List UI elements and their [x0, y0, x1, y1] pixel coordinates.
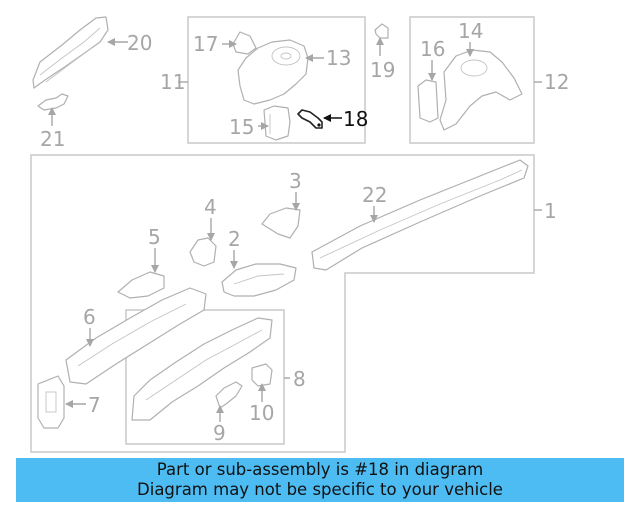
part-10-bracket[interactable] — [251, 363, 273, 387]
group-box-12 — [409, 16, 535, 144]
part-3-bracket[interactable] — [261, 207, 301, 239]
banner-line-disclaimer: Diagram may not be specific to your vehi… — [137, 480, 503, 499]
callout-18: 18 — [343, 107, 368, 131]
callout-16: 16 — [420, 37, 445, 61]
callout-11: 11 — [160, 70, 185, 94]
part-22-side-rail[interactable] — [311, 159, 529, 271]
part-16-plate[interactable] — [417, 79, 439, 123]
part-17-bracket[interactable] — [232, 31, 257, 55]
part-13-strut-tower[interactable] — [237, 39, 309, 105]
callout-17: 17 — [193, 32, 218, 56]
part-5-bracket[interactable] — [117, 271, 165, 299]
info-banner: Part or sub-assembly is #18 in diagram D… — [16, 458, 624, 502]
part-21-bracket[interactable] — [37, 93, 69, 111]
part-7-plate[interactable] — [37, 375, 65, 429]
part-8-rear-rail[interactable] — [131, 317, 273, 421]
callout-12: 12 — [544, 70, 569, 94]
callout-19: 19 — [370, 58, 395, 82]
callout-13: 13 — [326, 46, 351, 70]
callout-2: 2 — [228, 227, 241, 251]
callout-21: 21 — [40, 127, 65, 151]
callout-20: 20 — [127, 31, 152, 55]
part-19-clip[interactable] — [374, 23, 389, 39]
part-14-strut-tower[interactable] — [439, 49, 523, 131]
callout-22: 22 — [362, 183, 387, 207]
callout-10: 10 — [249, 401, 274, 425]
callout-14: 14 — [458, 19, 483, 43]
group-box-1 — [30, 154, 535, 453]
part-2-extension[interactable] — [221, 263, 297, 297]
callout-5: 5 — [148, 225, 161, 249]
callout-9: 9 — [213, 421, 226, 445]
part-20-upper-rail[interactable] — [32, 16, 109, 89]
callout-15: 15 — [229, 115, 254, 139]
banner-line-part: Part or sub-assembly is #18 in diagram — [156, 460, 484, 479]
part-15-reinforcement[interactable] — [263, 105, 291, 141]
callout-8: 8 — [293, 367, 306, 391]
part-9-bracket[interactable] — [215, 381, 243, 409]
part-18-bracket[interactable] — [297, 109, 323, 129]
callout-3: 3 — [289, 169, 302, 193]
callout-4: 4 — [204, 195, 217, 219]
group-box-11 — [187, 16, 366, 144]
part-4-bracket[interactable] — [189, 237, 217, 267]
callout-1: 1 — [544, 199, 557, 223]
callout-6: 6 — [83, 305, 96, 329]
group-box-8 — [125, 309, 285, 445]
callout-7: 7 — [88, 393, 101, 417]
part-6-front-rail[interactable] — [65, 287, 207, 385]
